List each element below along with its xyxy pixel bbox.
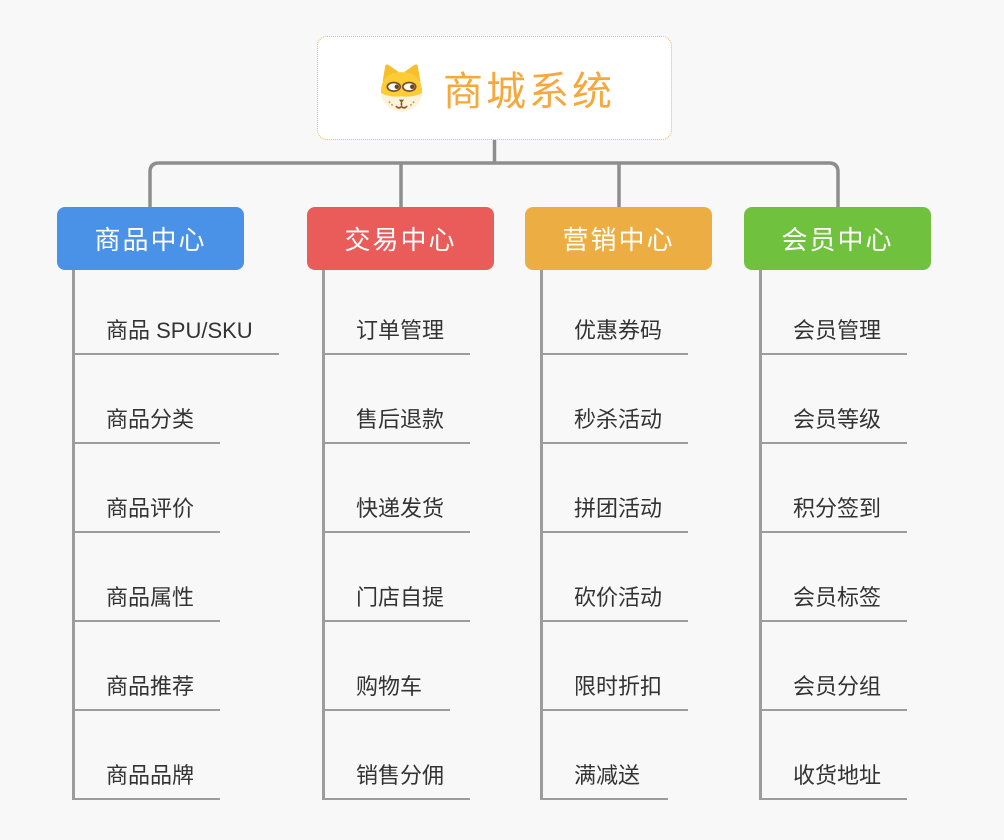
- branch-item[interactable]: 商品分类: [75, 355, 221, 444]
- branch-item[interactable]: 满减送: [543, 711, 668, 800]
- branch-header-marketing[interactable]: 营销中心: [525, 207, 712, 270]
- branch-item[interactable]: 会员等级: [762, 355, 908, 444]
- branch-item[interactable]: 商品 SPU/SKU: [75, 270, 279, 355]
- branch-item[interactable]: 限时折扣: [543, 622, 689, 711]
- branch-item[interactable]: 商品品牌: [75, 711, 221, 800]
- root-node[interactable]: 商城系统: [317, 36, 672, 140]
- branch-header-products[interactable]: 商品中心: [57, 207, 244, 270]
- branch-list-trade: 订单管理售后退款快递发货门店自提购物车销售分佣: [322, 270, 494, 800]
- branch-item[interactable]: 订单管理: [325, 270, 471, 355]
- branch-item[interactable]: 商品评价: [75, 444, 221, 533]
- branch-trade: 交易中心订单管理售后退款快递发货门店自提购物车销售分佣: [307, 207, 494, 800]
- branch-item[interactable]: 拼团活动: [543, 444, 689, 533]
- branch-item[interactable]: 优惠券码: [543, 270, 689, 355]
- branch-marketing: 营销中心优惠券码秒杀活动拼团活动砍价活动限时折扣满减送: [525, 207, 712, 800]
- branch-item[interactable]: 商品推荐: [75, 622, 221, 711]
- branch-item[interactable]: 砍价活动: [543, 533, 689, 622]
- branch-item[interactable]: 商品属性: [75, 533, 221, 622]
- branch-item[interactable]: 购物车: [325, 622, 450, 711]
- branch-members: 会员中心会员管理会员等级积分签到会员标签会员分组收货地址: [744, 207, 931, 800]
- branch-item[interactable]: 快递发货: [325, 444, 471, 533]
- branch-item[interactable]: 销售分佣: [325, 711, 471, 800]
- branch-header-trade[interactable]: 交易中心: [307, 207, 494, 270]
- dog-face-icon: [374, 61, 429, 116]
- branch-list-marketing: 优惠券码秒杀活动拼团活动砍价活动限时折扣满减送: [540, 270, 712, 800]
- branch-item[interactable]: 秒杀活动: [543, 355, 689, 444]
- branch-item[interactable]: 售后退款: [325, 355, 471, 444]
- root-title: 商城系统: [443, 70, 615, 114]
- branch-item[interactable]: 会员标签: [762, 533, 908, 622]
- branch-item[interactable]: 收货地址: [762, 711, 908, 800]
- branch-item[interactable]: 会员管理: [762, 270, 908, 355]
- branch-list-members: 会员管理会员等级积分签到会员标签会员分组收货地址: [759, 270, 931, 800]
- branch-item[interactable]: 门店自提: [325, 533, 471, 622]
- branch-item[interactable]: 会员分组: [762, 622, 908, 711]
- branch-header-members[interactable]: 会员中心: [744, 207, 931, 270]
- branch-item[interactable]: 积分签到: [762, 444, 908, 533]
